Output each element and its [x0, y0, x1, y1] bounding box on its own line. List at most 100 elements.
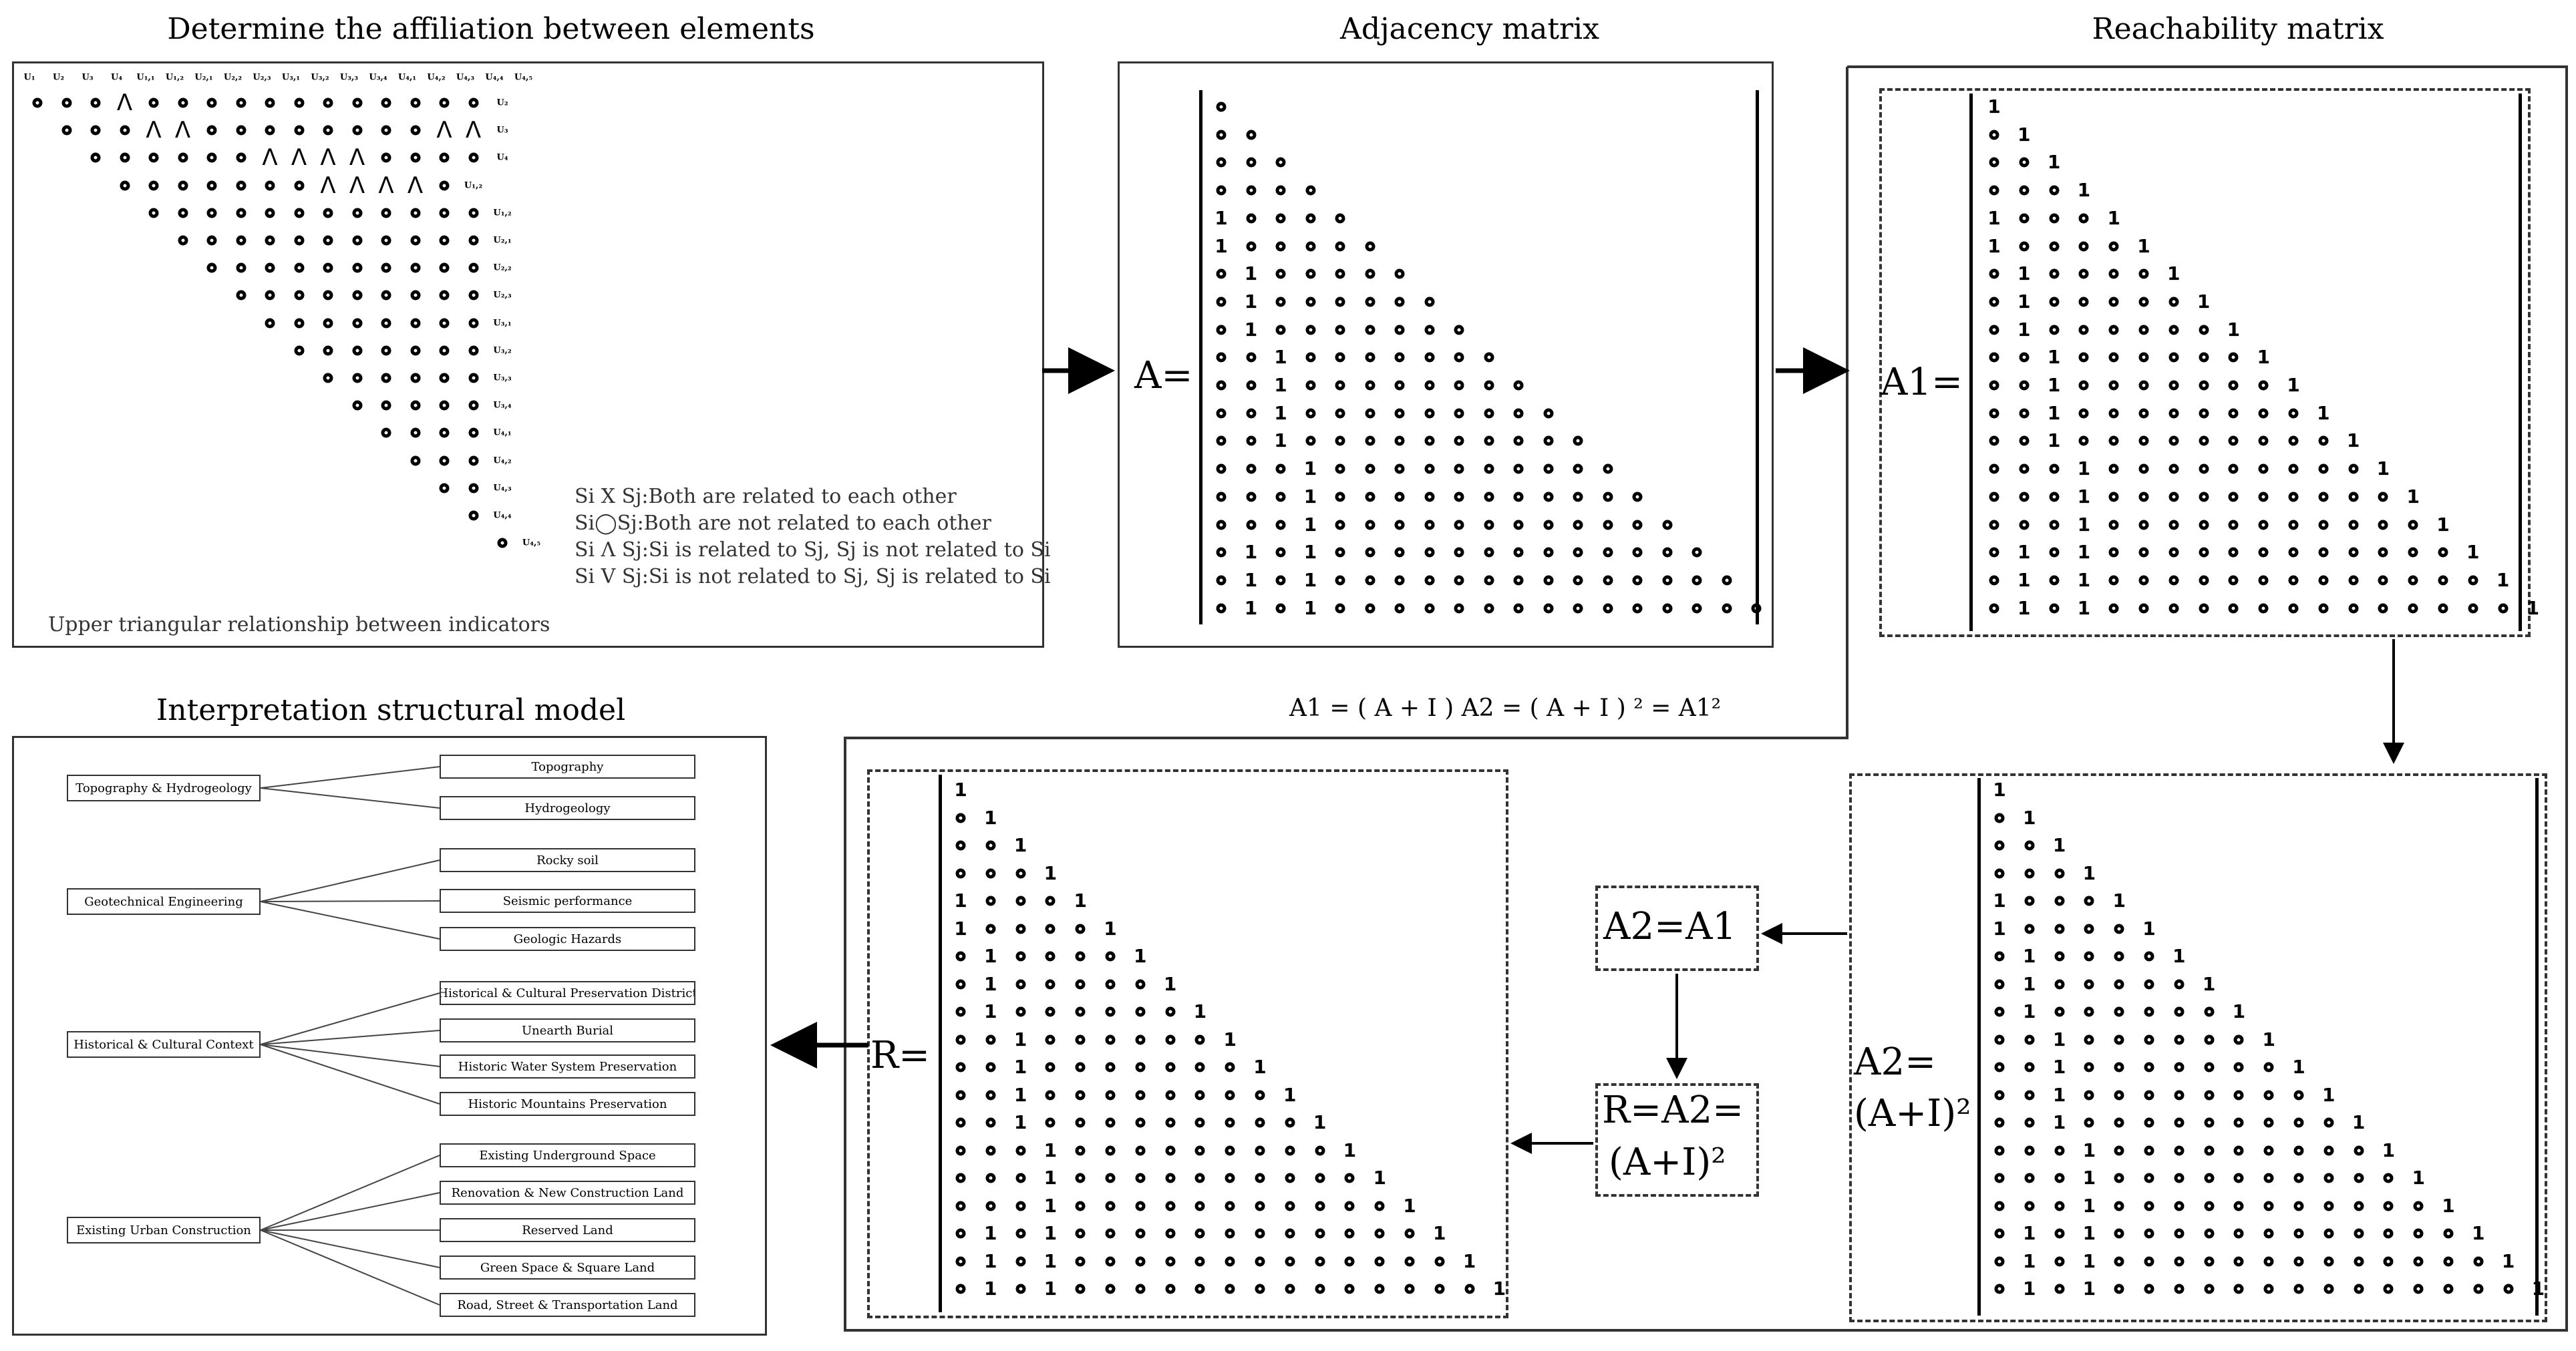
adjacency-cell-zero: [1692, 603, 1702, 614]
a2-cell-value: 1: [2082, 1194, 2096, 1217]
r-cell-zero: [955, 868, 966, 878]
r-cell-value: 1: [984, 945, 997, 967]
adjacency-cell-zero: [1216, 352, 1227, 363]
r-cell-zero: [1434, 1284, 1445, 1294]
r-cell-zero: [1105, 1006, 1116, 1017]
a2-label-expr: (A+I)²: [1854, 1092, 1971, 1135]
a2-cell-zero: [2054, 951, 2065, 962]
r-cell-value: 1: [1193, 1000, 1207, 1022]
affiliation-cell-unrelated: [381, 290, 391, 301]
affiliation-col-header: U₄,₁: [397, 72, 417, 83]
a1-cell-zero: [2288, 575, 2299, 586]
adjacency-cell-zero: [1543, 492, 1553, 502]
adjacency-cell-zero: [1662, 575, 1672, 586]
a2-cell-value: 1: [2352, 1111, 2366, 1133]
affiliation-row-header: U₃: [496, 125, 508, 136]
adjacency-cell-zero: [1484, 547, 1494, 558]
r-cell-zero: [1135, 1062, 1146, 1073]
affiliation-row-header: U₂,₂: [493, 262, 512, 273]
a1-cell-zero: [2168, 575, 2179, 586]
affiliation-cell-unrelated: [323, 262, 333, 273]
adjacency-cell-zero: [1365, 241, 1375, 251]
a1-cell-zero: [2108, 547, 2119, 558]
a1-cell-zero: [2318, 492, 2329, 502]
a1-cell-zero: [2108, 408, 2119, 419]
affiliation-cell-unrelated: [294, 208, 304, 218]
r-cell-zero: [1135, 1284, 1146, 1294]
a1-cell-value: 1: [2466, 541, 2480, 564]
adjacency-cell-zero: [1216, 380, 1227, 391]
a1-cell-zero: [2348, 575, 2359, 586]
affiliation-cell-unrelated: [178, 180, 188, 191]
adjacency-cell-zero: [1543, 408, 1553, 419]
a2-cell-value: 1: [2082, 861, 2096, 884]
adjacency-cell-zero: [1454, 603, 1464, 614]
adjacency-cell-zero: [1394, 268, 1405, 279]
affiliation-col-header: U₃,₁: [281, 72, 301, 83]
a2-cell-zero: [2084, 1006, 2094, 1017]
a1-cell-zero: [2408, 547, 2418, 558]
a2-cell-zero: [2054, 924, 2065, 934]
affiliation-cell-unrelated: [439, 262, 450, 273]
a1-cell-zero: [2138, 435, 2149, 446]
a2-cell-zero: [2383, 1284, 2394, 1294]
affiliation-cell-unrelated: [468, 152, 478, 163]
r-cell-value: 1: [1313, 1111, 1327, 1133]
a1-cell-zero: [2108, 463, 2119, 474]
r-cell-zero: [1225, 1090, 1235, 1100]
r-cell-zero: [1165, 1006, 1176, 1017]
a2-cell-zero: [1994, 1090, 2005, 1100]
adjacency-cell-zero: [1216, 463, 1227, 474]
affiliation-cell-unrelated: [468, 208, 478, 218]
a1-cell-zero: [2049, 268, 2060, 279]
a2-cell-zero: [2413, 1228, 2424, 1239]
a1-cell-zero: [2258, 547, 2269, 558]
adjacency-cell-zero: [1484, 520, 1494, 530]
a2-cell-zero: [2233, 1256, 2244, 1266]
a2-cell-zero: [2144, 1090, 2154, 1100]
a2-cell-zero: [2144, 1228, 2154, 1239]
r-cell-value: 1: [1043, 1249, 1058, 1272]
affiliation-cell-unrelated: [468, 235, 478, 246]
a2-cell-value: 1: [2052, 834, 2066, 856]
a1-cell-zero: [2468, 575, 2478, 586]
adjacency-cell-zero: [1365, 325, 1375, 335]
a2-cell-zero: [1994, 979, 2005, 989]
affiliation-cell-unrelated: [410, 290, 420, 301]
a2-cell-value: 1: [2082, 1167, 2096, 1189]
adjacency-cell-value: 1: [1244, 262, 1258, 285]
r-cell-zero: [1255, 1256, 1265, 1266]
adjacency-cell-zero: [1335, 520, 1345, 530]
a2-cell-zero: [2174, 1117, 2185, 1128]
adjacency-cell-zero: [1484, 463, 1494, 474]
affiliation-col-header: U₂: [52, 72, 65, 83]
adjacency-cell-value: 1: [1303, 513, 1317, 536]
adjacency-cell-zero: [1365, 547, 1375, 558]
a2-cell-zero: [2263, 1145, 2274, 1155]
a1-cell-zero: [2019, 463, 2030, 474]
adjacency-cell-zero: [1335, 547, 1345, 558]
affiliation-cell-unrelated: [468, 427, 478, 438]
r-cell-value: 1: [1373, 1167, 1386, 1189]
r-cell-zero: [1285, 1228, 1295, 1239]
r-cell-zero: [1105, 1228, 1116, 1239]
r-cell-value: 1: [1492, 1278, 1506, 1300]
r-cell-zero: [1105, 1034, 1116, 1044]
affiliation-cell-unrelated: [265, 235, 275, 246]
r-cell-zero: [1105, 1284, 1116, 1294]
adjacency-bracket-right: [1756, 90, 1759, 624]
r-cell-zero: [985, 868, 996, 878]
a1-cell-zero: [2019, 492, 2030, 502]
r-cell-zero: [955, 1201, 966, 1211]
a1-cell-zero: [2168, 547, 2179, 558]
adjacency-label: A=: [1134, 354, 1193, 397]
affiliation-col-header: U₂,₁: [194, 72, 213, 83]
r-cell-value: 1: [1043, 861, 1058, 884]
a2-cell-zero: [2323, 1256, 2334, 1266]
affiliation-cell-unrelated: [410, 455, 420, 466]
a2-cell-value: 1: [2382, 1139, 2396, 1161]
a2-cell-zero: [1994, 868, 2005, 878]
adjacency-cell-zero: [1662, 547, 1672, 558]
a1-cell-value: 1: [2018, 262, 2031, 285]
affiliation-cell-unrelated: [294, 262, 304, 273]
